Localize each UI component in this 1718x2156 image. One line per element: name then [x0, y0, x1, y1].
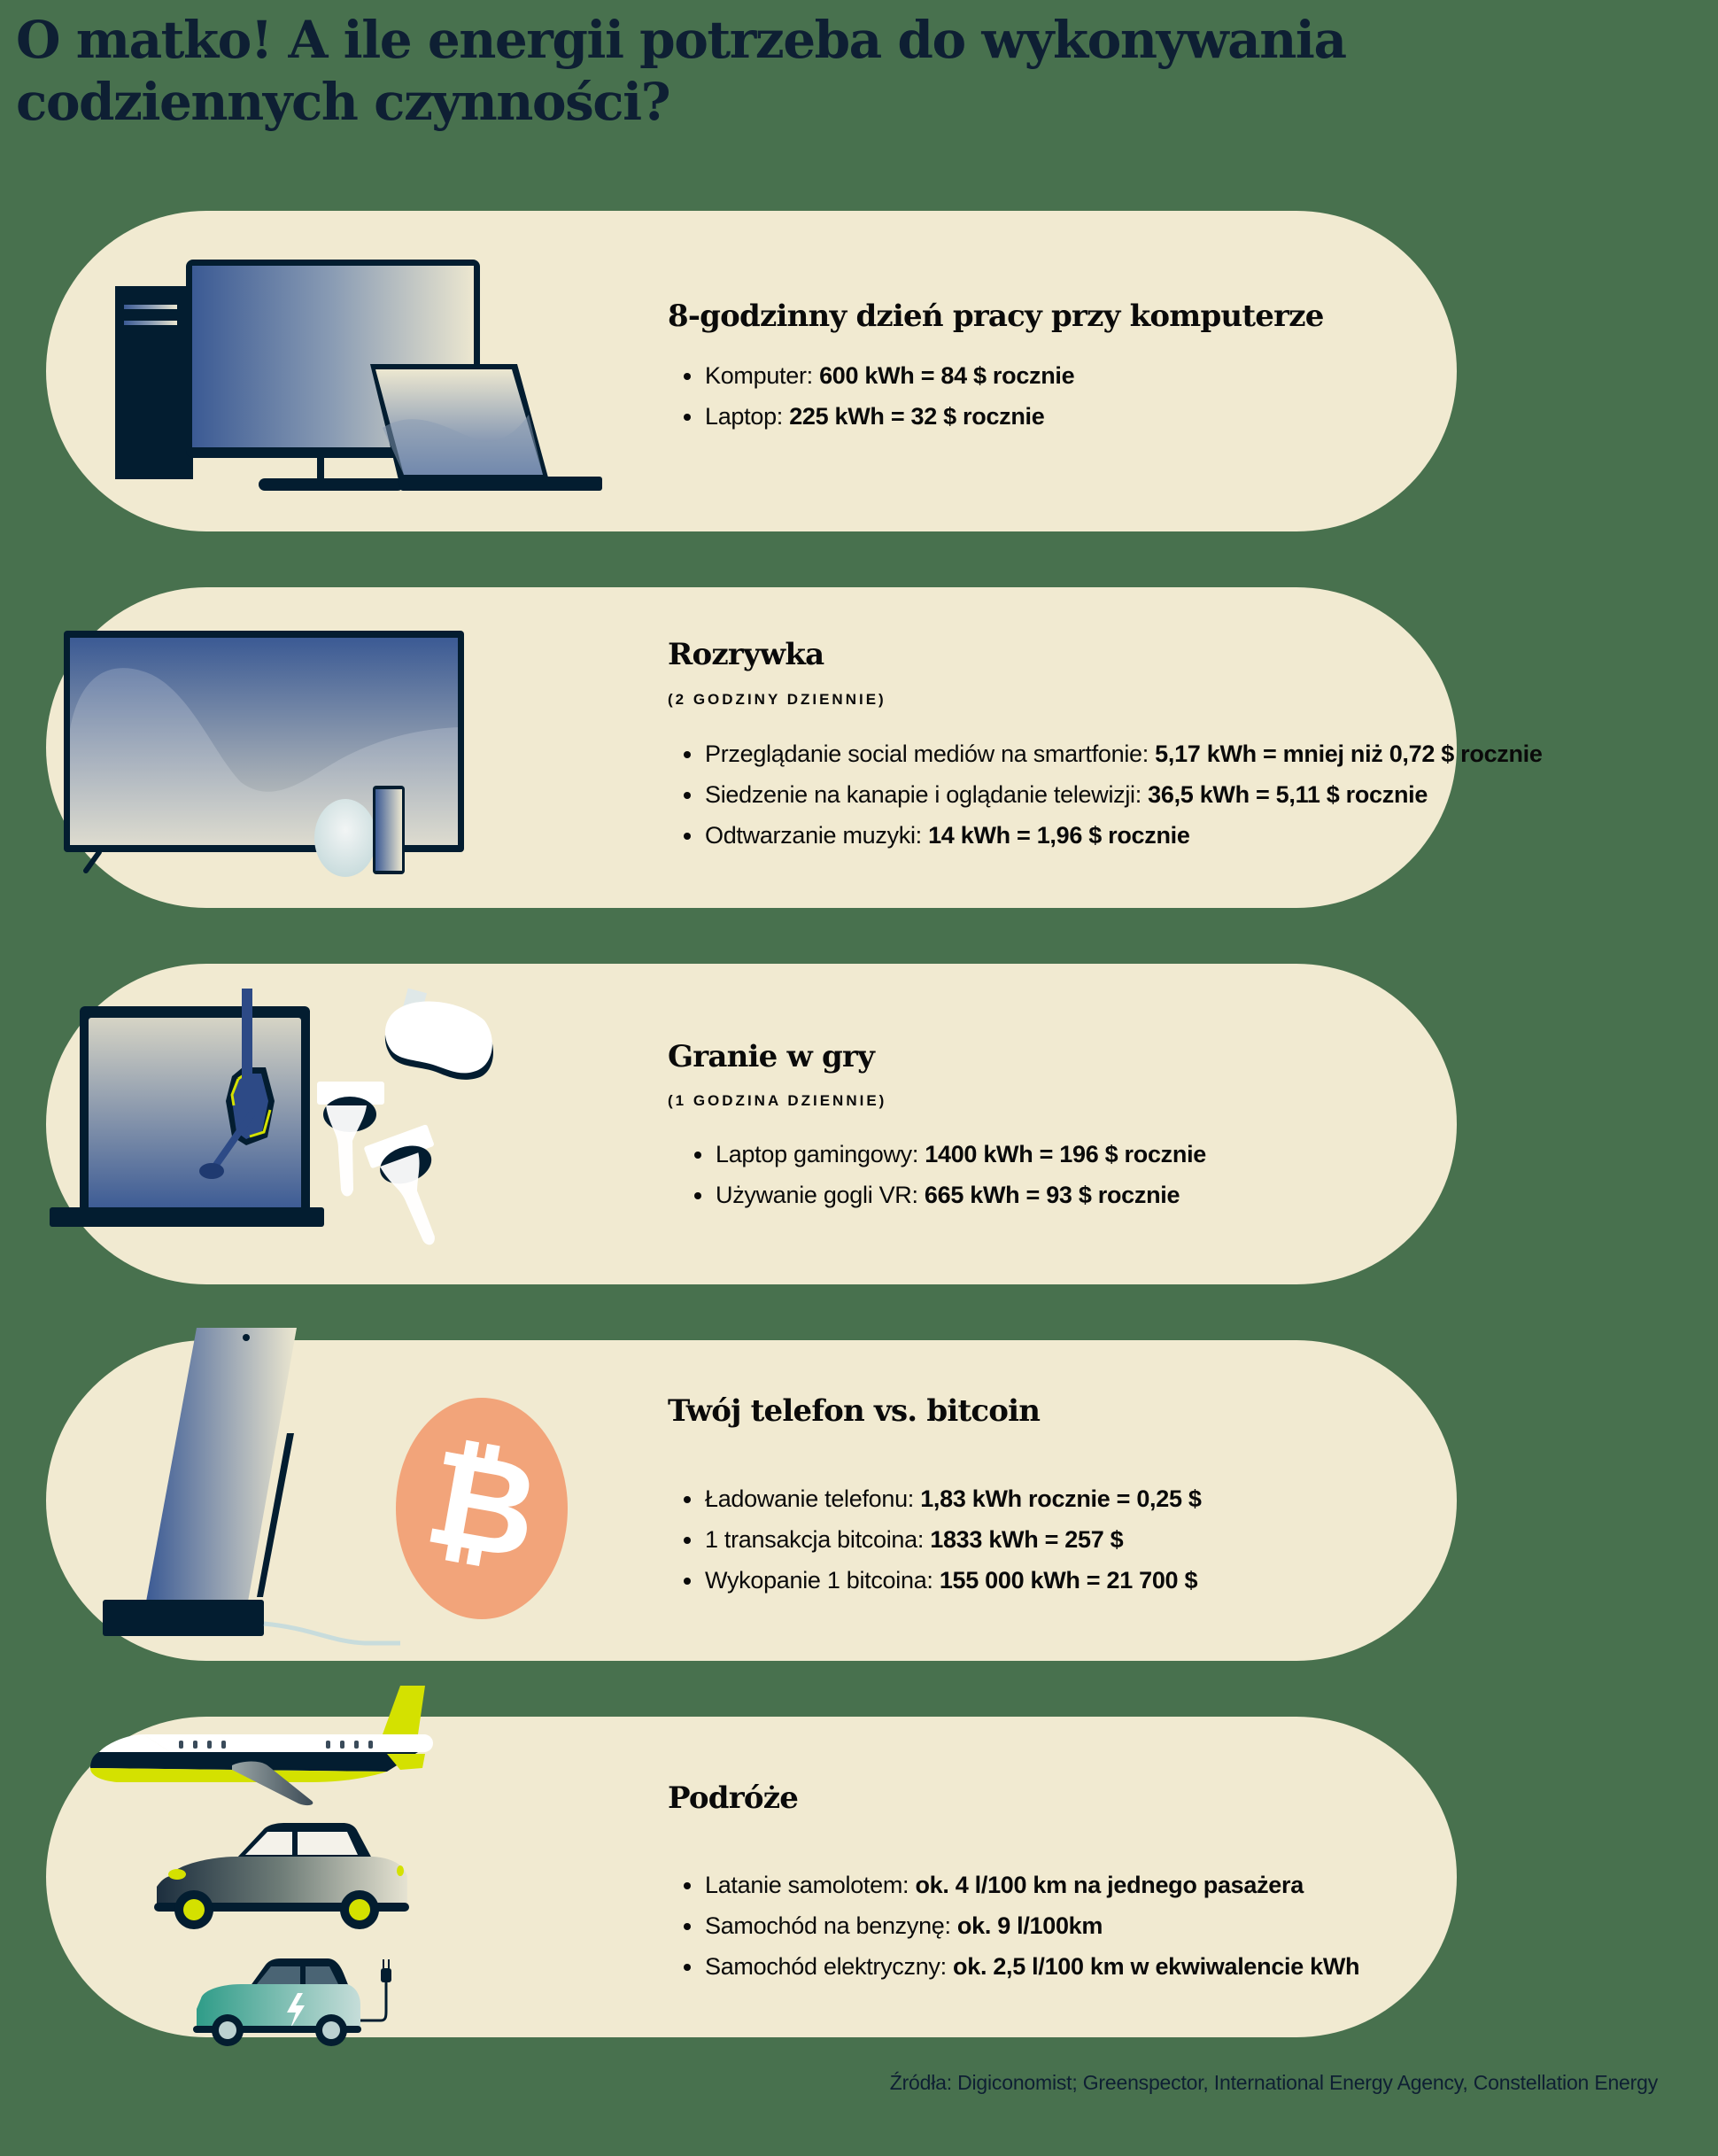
list-item: Przeglądanie social mediów na smartfonie… — [684, 733, 1543, 774]
stats-list: Latanie samolotem: ok. 4 l/100 km na jed… — [684, 1865, 1360, 1987]
card-heading: 8-godzinny dzień pracy przy komputerze — [668, 299, 1324, 334]
stats-list: Laptop gamingowy: 1400 kWh = 196 $ roczn… — [694, 1134, 1206, 1215]
list-item: Używanie gogli VR: 665 kWh = 93 $ roczni… — [694, 1175, 1206, 1215]
vr-controller-icon — [317, 1082, 435, 1245]
sources-note: Źródła: Digiconomist; Greenspector, Inte… — [889, 2071, 1658, 2094]
list-item: Ładowanie telefonu: 1,83 kWh rocznie = 0… — [684, 1478, 1202, 1519]
card-entertainment: Rozrywka (2 GODZINY DZIENNIE) Przeglądan… — [46, 587, 1543, 908]
headset-icon — [199, 989, 275, 1179]
bitcoin-icon: ₿ — [396, 1398, 568, 1619]
electric-car-icon — [193, 1958, 391, 2046]
list-item: Laptop: 225 kWh = 32 $ rocznie — [684, 396, 1074, 437]
phone-bitcoin-illustration: ₿ — [46, 1328, 648, 1661]
card-gaming: Granie w gry (1 GODZINA DZIENNIE) Laptop… — [46, 964, 1457, 1284]
svg-text:₿: ₿ — [415, 1420, 549, 1591]
stats-list: Komputer: 600 kWh = 84 $ rocznie Laptop:… — [684, 355, 1075, 437]
card-heading: Granie w gry — [668, 1039, 875, 1074]
gaming-illustration — [46, 964, 648, 1284]
card-heading: Rozrywka — [668, 637, 824, 672]
laptop-icon — [370, 364, 602, 491]
list-item: Samochód na benzynę: ok. 9 l/100km — [684, 1905, 1359, 1946]
list-item: Wykopanie 1 bitcoina: 155 000 kWh = 21 7… — [684, 1560, 1202, 1601]
card-computer-work: 8-godzinny dzień pracy przy komputerze K… — [46, 211, 1457, 531]
smart-speaker-icon — [314, 799, 376, 877]
card-travel: Podróże Latanie samolotem: ok. 4 l/100 k… — [46, 1686, 1457, 2046]
desktop-computer-icon — [115, 260, 602, 491]
list-item: Siedzenie na kanapie i oglądanie telewiz… — [684, 774, 1543, 815]
list-item: Samochód elektryczny: ok. 2,5 l/100 km w… — [684, 1946, 1360, 1987]
stats-list: Ładowanie telefonu: 1,83 kWh rocznie = 0… — [684, 1478, 1202, 1601]
card-phone-vs-bitcoin: ₿ Twój telefon vs. bitcoin Ładowanie tel… — [46, 1328, 1457, 1661]
stats-list: Przeglądanie social mediów na smartfonie… — [684, 733, 1543, 856]
page-title: O matko! A ile energii potrzeba do wykon… — [16, 10, 1347, 132]
list-item: 1 transakcja bitcoina: 1833 kWh = 257 $ — [684, 1519, 1202, 1560]
card-heading: Twój telefon vs. bitcoin — [668, 1393, 1041, 1429]
card-subheading: (1 GODZINA DZIENNIE) — [668, 1092, 887, 1109]
list-item: Laptop gamingowy: 1400 kWh = 196 $ roczn… — [694, 1134, 1206, 1175]
list-item: Odtwarzanie muzyki: 14 kWh = 1,96 $ rocz… — [684, 815, 1543, 856]
smartphone-icon — [373, 786, 405, 874]
car-icon — [154, 1823, 409, 1929]
phone-charger-icon: ₿ — [103, 1328, 568, 1646]
list-item: Komputer: 600 kWh = 84 $ rocznie — [684, 355, 1075, 396]
list-item: Latanie samolotem: ok. 4 l/100 km na jed… — [684, 1865, 1359, 1905]
airplane-icon — [90, 1686, 433, 2046]
card-subheading: (2 GODZINY DZIENNIE) — [668, 691, 886, 708]
computer-illustration — [46, 211, 648, 531]
card-heading: Podróże — [668, 1780, 799, 1816]
vr-headset-icon — [384, 988, 494, 1080]
gaming-laptop-icon — [50, 988, 494, 1245]
entertainment-illustration — [46, 587, 648, 908]
tv-icon — [64, 631, 464, 877]
travel-illustration — [46, 1686, 648, 2046]
